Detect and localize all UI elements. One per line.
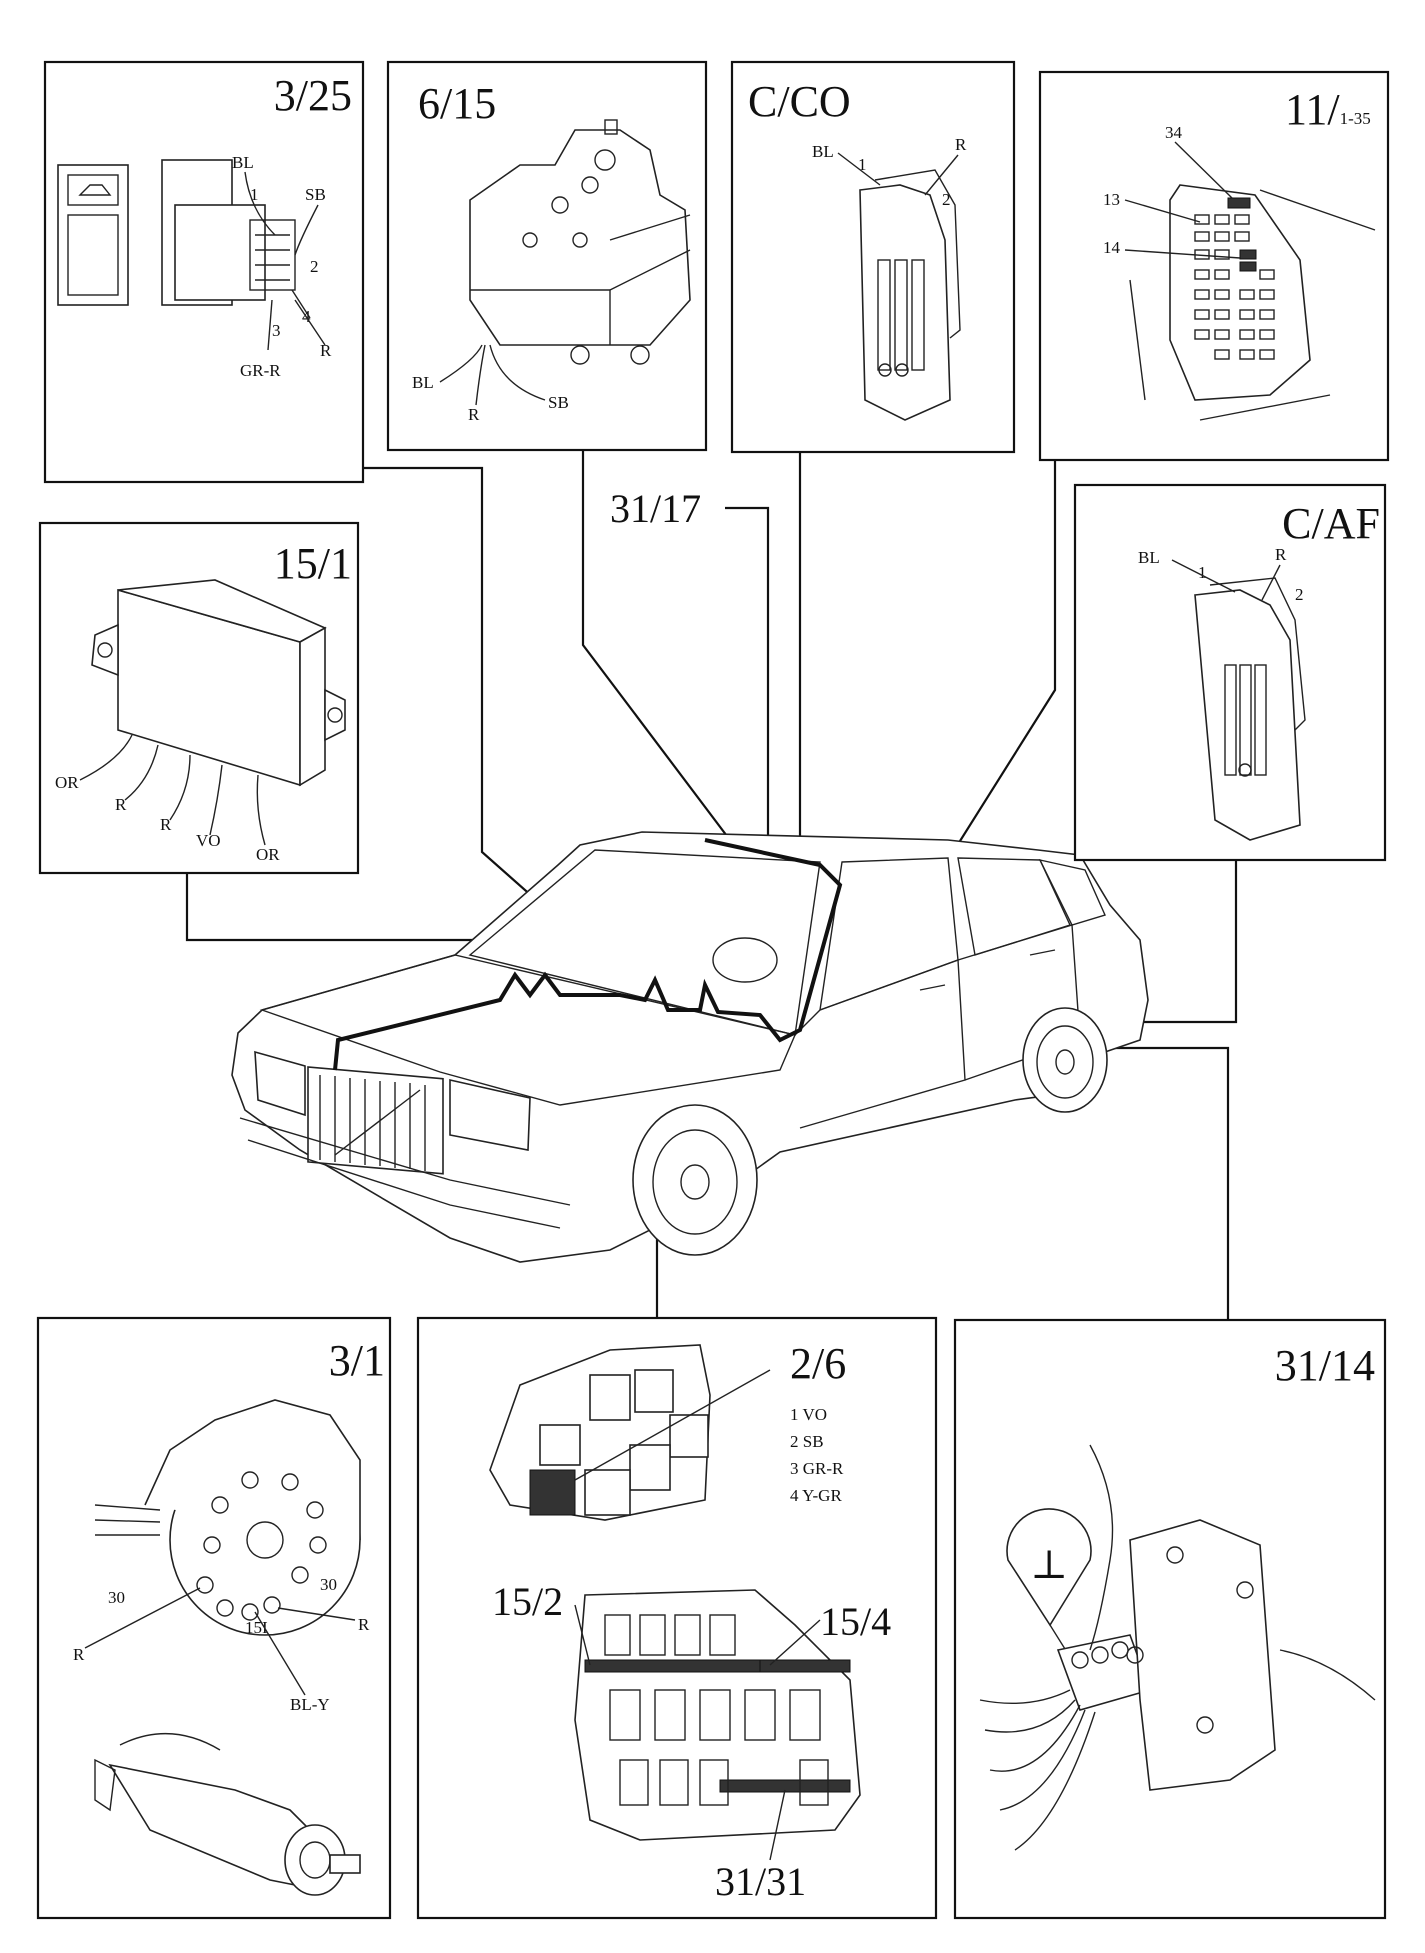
svg-text:3: 3 <box>272 321 281 340</box>
rear-wheel <box>1022 1007 1108 1113</box>
svg-text:BL-Y: BL-Y <box>290 1695 330 1714</box>
svg-text:30: 30 <box>108 1588 125 1607</box>
panel-c-af: C/AF BL 1 R 2 <box>1073 483 1387 862</box>
panel-11: 11/1-35 34 13 14 <box>1038 70 1390 462</box>
hood <box>259 954 796 1106</box>
steering-wheel <box>712 937 778 983</box>
panel-6-15: 6/15 BL R SB <box>386 60 708 452</box>
svg-text:BL: BL <box>412 373 434 392</box>
svg-text:4 Y-GR: 4 Y-GR <box>790 1486 842 1505</box>
svg-text:VO: VO <box>196 831 221 850</box>
svg-text:BL: BL <box>812 142 834 161</box>
ignition-lock-cylinder <box>94 1732 361 1896</box>
wiring-harness <box>333 838 843 1071</box>
svg-text:1: 1 <box>250 185 259 204</box>
svg-text:2: 2 <box>942 190 951 209</box>
panel-15-1: 15/1 OR R R VO OR <box>38 521 360 875</box>
svg-text:30: 30 <box>320 1575 337 1594</box>
headlight-left <box>254 1050 306 1117</box>
svg-text:OR: OR <box>256 845 280 864</box>
highlighted-relay <box>529 1469 576 1516</box>
svg-text:31/31: 31/31 <box>715 1859 806 1904</box>
svg-text:1: 1 <box>1198 563 1207 582</box>
svg-text:SB: SB <box>305 185 326 204</box>
callout-31-17: 31/17 <box>610 486 701 531</box>
panel-title-15-1: 15/1 <box>274 539 352 588</box>
switch-face <box>57 164 129 306</box>
panel-title-3-25: 3/25 <box>274 71 352 120</box>
mounting-ear-left <box>91 623 119 677</box>
svg-text:2: 2 <box>310 257 319 276</box>
panel-title-2-6: 2/6 <box>790 1339 846 1388</box>
fuse-grid <box>1194 197 1275 360</box>
panel-3-25: 3/25 BL 1 SB 2 4 3 R GR-R <box>43 60 365 484</box>
panel-2-6: 2/6 1 VO 2 SB 3 GR-R 4 Y-GR <box>416 1316 938 1920</box>
rear-door-handle <box>1029 949 1056 956</box>
panel-title-c-af: C/AF <box>1282 499 1380 548</box>
panel-title-6-15: 6/15 <box>418 79 496 128</box>
car-illustration <box>231 831 1149 1263</box>
svg-text:R: R <box>115 795 127 814</box>
mounting-ear-right <box>324 688 346 742</box>
svg-text:R: R <box>320 341 332 360</box>
body-panel-bracket <box>1129 1519 1276 1791</box>
panel-title-31-14: 31/14 <box>1275 1341 1375 1390</box>
svg-text:R: R <box>358 1615 370 1634</box>
svg-text:R: R <box>73 1645 85 1664</box>
svg-text:3 GR-R: 3 GR-R <box>790 1459 844 1478</box>
svg-text:34: 34 <box>1165 123 1183 142</box>
grille-bars <box>319 1075 426 1171</box>
ignition-key-icon <box>329 1854 361 1874</box>
svg-text:R: R <box>1275 545 1287 564</box>
svg-text:R: R <box>955 135 967 154</box>
svg-text:SB: SB <box>548 393 569 412</box>
connector-c-af <box>1194 589 1301 841</box>
leader-6-15 <box>581 450 746 861</box>
svg-text:1 VO: 1 VO <box>790 1405 827 1424</box>
headlight-right <box>449 1079 531 1151</box>
leader-15-1 <box>185 872 520 942</box>
car-body <box>231 831 1149 1263</box>
svg-text:BL: BL <box>232 153 254 172</box>
panel-title-11: 11/1-35 <box>1285 85 1371 134</box>
ground-callout-pin <box>1006 1508 1092 1627</box>
front-door-handle <box>919 984 946 991</box>
car-symbol-icon <box>78 184 112 196</box>
leader-31-17 <box>725 506 770 842</box>
relay-6-15 <box>469 129 691 346</box>
grille <box>307 1066 444 1175</box>
legend-2-6: 1 VO 2 SB 3 GR-R 4 Y-GR <box>790 1405 844 1505</box>
fuse-relay-central-unit <box>574 1589 861 1841</box>
relay-block <box>489 1344 771 1521</box>
rear-quarter-window <box>1038 859 1106 926</box>
ignition-switch-connector <box>94 1399 361 1636</box>
svg-text:15/2: 15/2 <box>492 1579 563 1624</box>
svg-text:GR-R: GR-R <box>240 361 281 380</box>
svg-text:R: R <box>160 815 172 834</box>
panel-3-1: 3/1 30 30 15I R R BL-Y <box>36 1316 392 1920</box>
connector-c-co <box>859 184 951 421</box>
front-bumper <box>239 1117 571 1206</box>
panel-title-c-co: C/CO <box>748 77 851 126</box>
svg-text:2 SB: 2 SB <box>790 1432 824 1451</box>
svg-text:14: 14 <box>1103 238 1121 257</box>
svg-text:15/4: 15/4 <box>820 1599 891 1644</box>
ground-symbol-icon: ⊥ <box>1030 1542 1068 1587</box>
front-wheel <box>632 1104 758 1256</box>
svg-text:R: R <box>468 405 480 424</box>
panel-31-14: 31/14 ⊥ <box>953 1318 1387 1920</box>
panel-c-co: C/CO BL 1 R 2 <box>730 60 1016 454</box>
svg-text:OR: OR <box>55 773 79 792</box>
svg-text:13: 13 <box>1103 190 1120 209</box>
svg-text:1: 1 <box>858 155 867 174</box>
svg-text:2: 2 <box>1295 585 1304 604</box>
panel-title-3-1: 3/1 <box>329 1336 385 1385</box>
svg-text:BL: BL <box>1138 548 1160 567</box>
